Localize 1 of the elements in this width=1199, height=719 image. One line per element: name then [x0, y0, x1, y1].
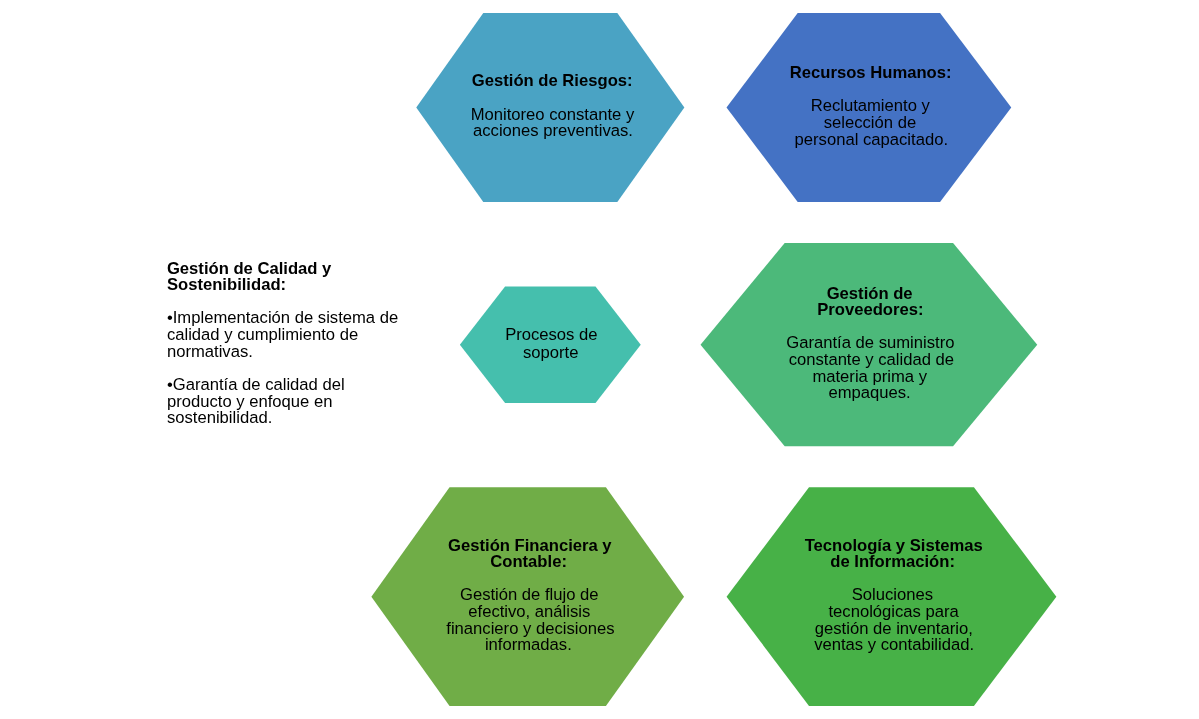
- node-text: Gestión de Calidad y Sostenibilidad: •Implementación de sistema de calidad y cumplimiento de normativas. •Garantía de calidad del producto y enfoque en sostenibilidad.: [166, 258, 398, 428]
